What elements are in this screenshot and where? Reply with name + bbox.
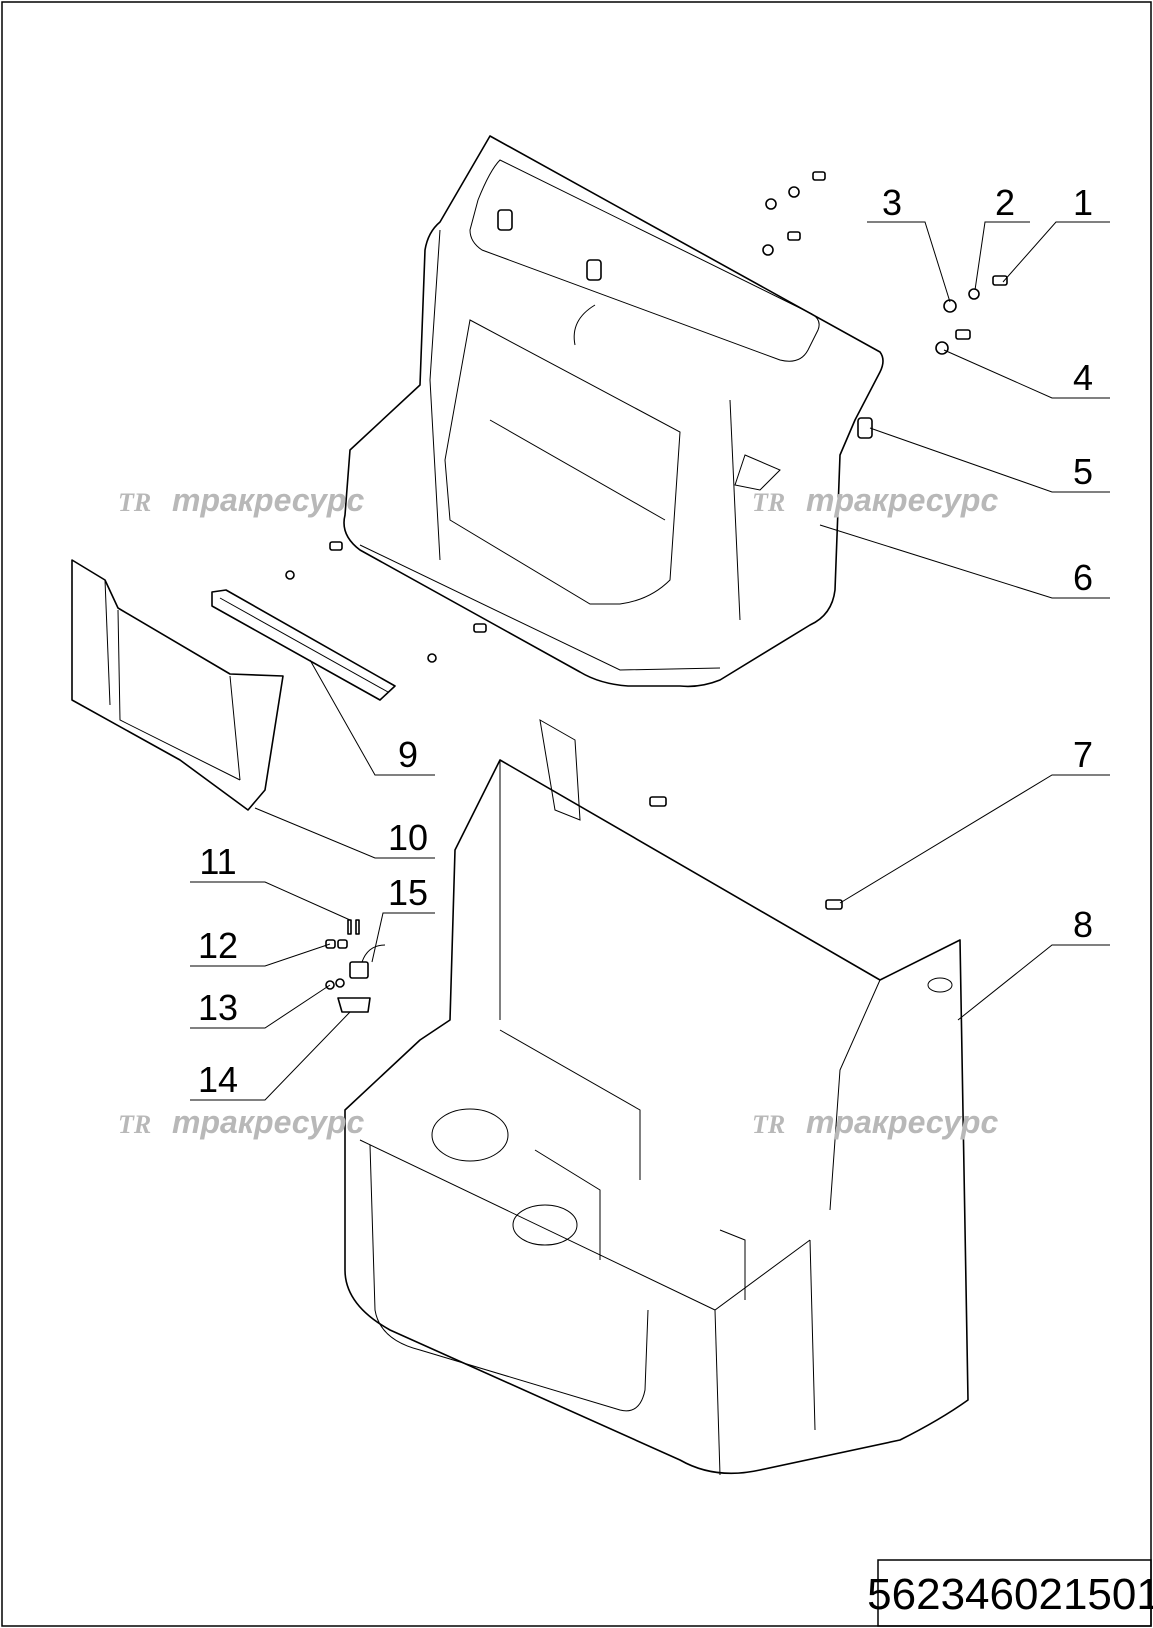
callout-3: 3: [882, 182, 902, 223]
fastener-group-top: [497, 171, 1008, 439]
watermark-top-right: TR тракресурс: [752, 482, 998, 518]
fastener-group-frame: [649, 796, 843, 910]
callout-15: 15: [388, 872, 428, 913]
mounting-bracket: [211, 541, 487, 701]
callout-1: 1: [1073, 182, 1093, 223]
watermark-text: тракресурс: [806, 482, 998, 518]
watermark-logo: TR: [752, 1110, 785, 1139]
watermark-bottom-left: TR тракресурс: [118, 1104, 364, 1140]
watermark-text: тракресурс: [172, 1104, 364, 1140]
watermark-top-left: TR тракресурс: [118, 482, 364, 518]
hood-cover: [343, 135, 884, 688]
callout-13: 13: [198, 987, 238, 1028]
callout-5: 5: [1073, 451, 1093, 492]
callout-8: 8: [1073, 904, 1093, 945]
document-number-box: 562346021501: [867, 1559, 1153, 1627]
callout-4: 4: [1073, 357, 1093, 398]
small-parts: [325, 919, 386, 1013]
callout-7: 7: [1073, 734, 1093, 775]
watermark-text: тракресурс: [172, 482, 364, 518]
callout-6: 6: [1073, 557, 1093, 598]
watermark-text: тракресурс: [806, 1104, 998, 1140]
callout-9: 9: [398, 734, 418, 775]
frame-body: [344, 719, 969, 1476]
document-number: 562346021501: [867, 1570, 1153, 1619]
watermark-bottom-right: TR тракресурс: [752, 1104, 998, 1140]
callout-10: 10: [388, 817, 428, 858]
watermark-logo: TR: [118, 1110, 151, 1139]
callout-12: 12: [198, 925, 238, 966]
callout-11: 11: [199, 841, 236, 882]
side-panel: [71, 559, 284, 811]
leader-lines: [190, 221, 1110, 1101]
watermark-logo: TR: [752, 488, 785, 517]
callout-labels: 1 2 3 4 5 6 7 8 9 10 11 15 12 13 14: [198, 182, 1093, 1100]
watermark-logo: TR: [118, 488, 151, 517]
callout-14: 14: [198, 1059, 238, 1100]
callout-2: 2: [995, 182, 1015, 223]
